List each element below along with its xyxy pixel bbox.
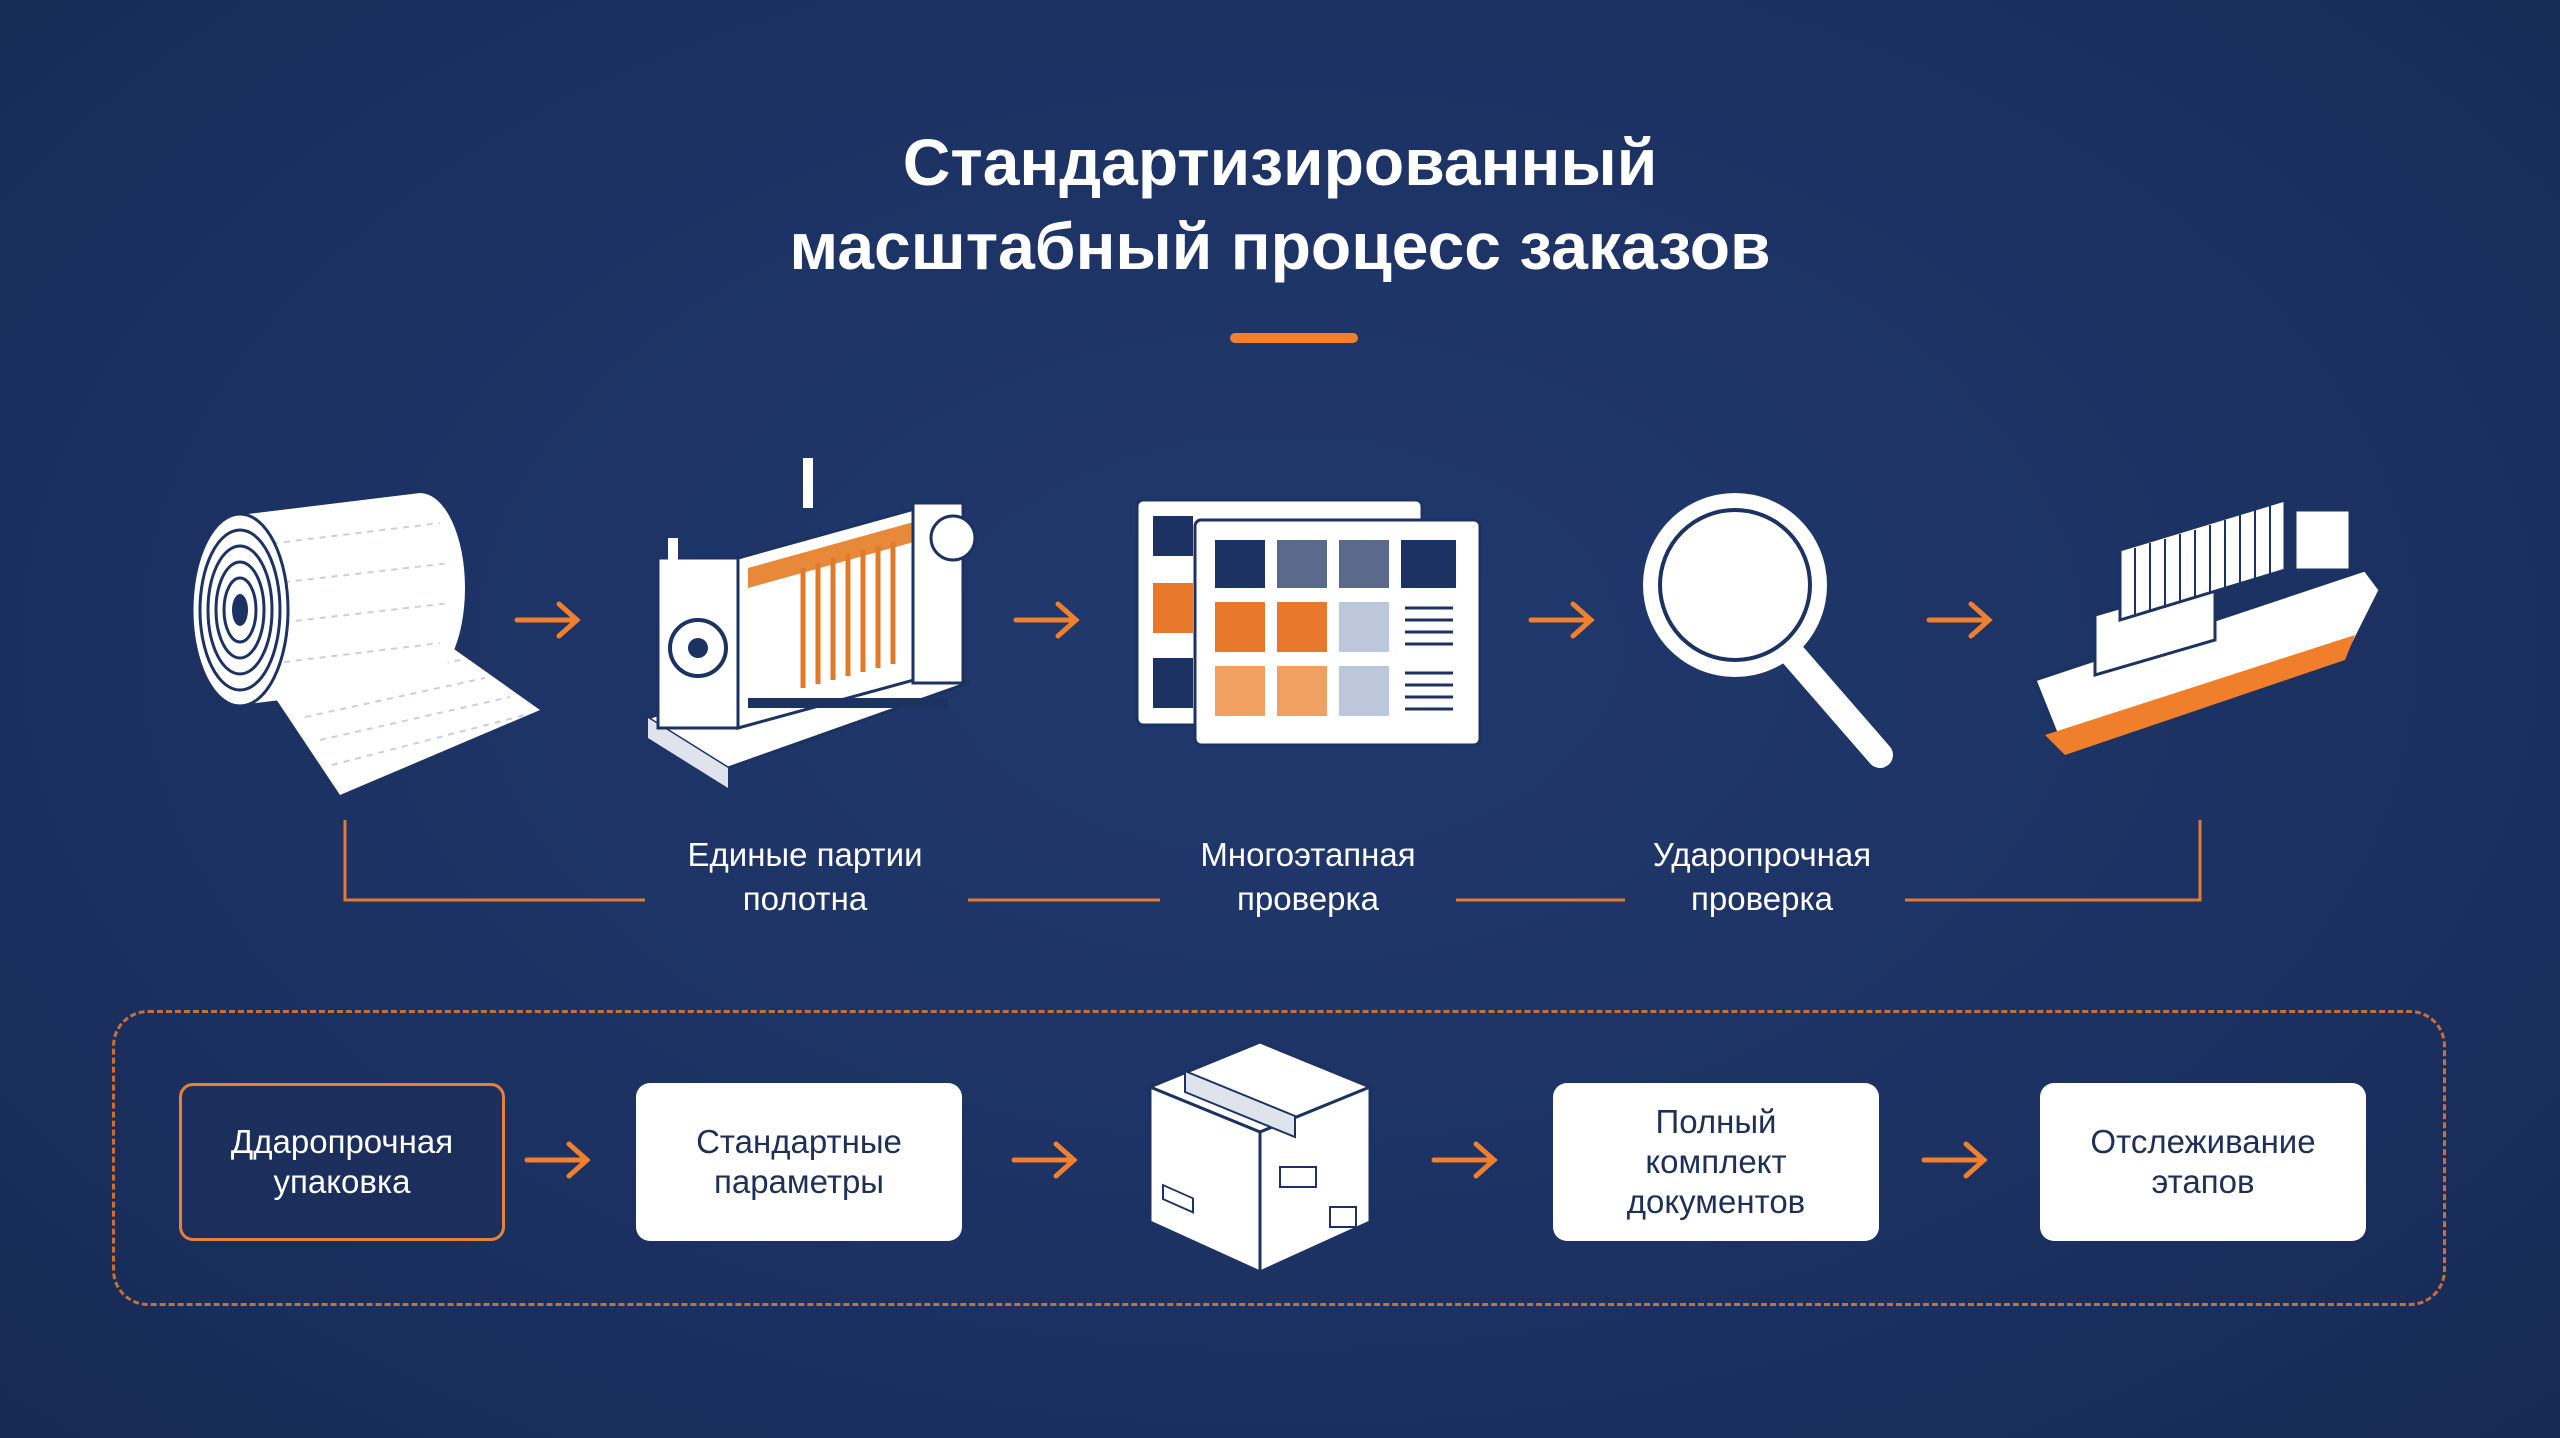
shipping-box-icon [1146,1040,1374,1275]
arrow-right-icon [1921,1141,1988,1179]
fabric-roll-icon [190,493,540,795]
arrow-right-icon [1011,1141,1078,1179]
card-standard-parameters: Стандартные параметры [636,1083,962,1241]
page-title: Стандартизированный масштабный процесс з… [0,120,2560,288]
arrow-right-icon [1431,1141,1498,1179]
flow-label-impact-check: Ударопрочная проверка [1652,836,1872,917]
title-line-2: масштабный процесс заказов [789,209,1771,283]
title-line-1: Стандартизированный [902,125,1658,199]
weaving-machine-icon [644,458,977,788]
magnifier-icon [1643,493,1893,768]
card-impact-packaging: Ддаропрочная упаковка [179,1083,505,1241]
arrow-right-icon [1013,601,1080,639]
flow-label-multistage-check: Многоэтапная проверка [1200,836,1416,917]
arrow-right-icon [1528,601,1595,639]
title-accent-bar [1230,333,1358,343]
arrow-right-icon [1926,601,1993,639]
card-stage-tracking: Отслеживание этапов [2040,1083,2366,1241]
card-full-documents: Полный комплект документов [1553,1083,1879,1241]
cargo-ship-icon [2033,497,2382,757]
inspection-grid-icon [1135,498,1482,747]
flow-label-fabric-batches: Единые партии полотна [687,836,923,917]
process-connector-lines [343,820,2202,902]
packaging-frame [112,1010,2446,1306]
arrow-right-icon [524,1141,591,1179]
arrow-right-icon [514,601,581,639]
